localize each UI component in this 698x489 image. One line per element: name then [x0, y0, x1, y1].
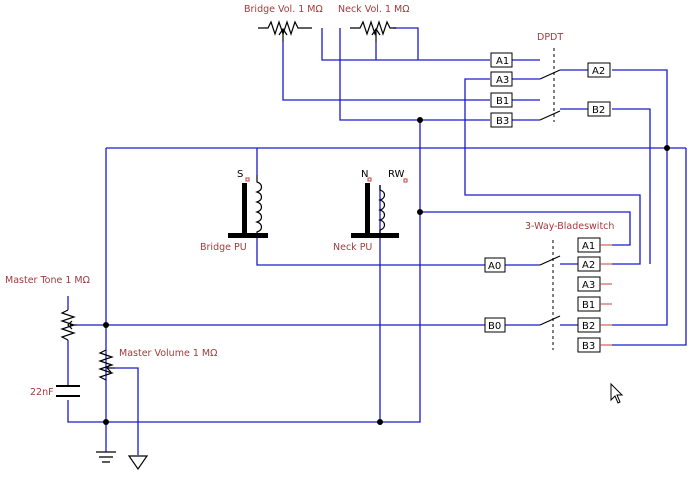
master-tone-pot[interactable]: Master Tone 1 MΩ: [5, 275, 90, 341]
master-tone-label: Master Tone 1 MΩ: [5, 275, 90, 286]
dpdt-terminal-b2[interactable]: B2: [587, 101, 611, 117]
wire-right-rail-b3: [612, 148, 687, 346]
cap-label: 22nF: [30, 387, 54, 398]
junction-dot: [103, 322, 109, 328]
wire-vol-wiper-out: [115, 367, 139, 455]
svg-text:A2: A2: [582, 260, 595, 271]
wire-vertical-420: [106, 120, 421, 423]
blade-terminal-b2[interactable]: B2: [577, 317, 612, 333]
output-ground-triangle: [127, 455, 149, 471]
master-volume-label: Master Volume 1 MΩ: [119, 348, 217, 359]
neck-vol-pot[interactable]: Neck Vol. 1 MΩ: [338, 4, 409, 42]
neck-pickup[interactable]: N RW Neck PU: [333, 169, 408, 253]
junction-dot: [377, 419, 383, 425]
neck-vol-label: Neck Vol. 1 MΩ: [338, 4, 409, 15]
bladeswitch-label: 3-Way-Bladeswitch: [525, 221, 614, 232]
blade-terminal-a3[interactable]: A3: [577, 276, 612, 292]
wire-rail-b2: [612, 148, 668, 326]
bridge-pu-s-label: S: [237, 169, 243, 180]
junction-dot: [417, 209, 423, 215]
svg-text:B2: B2: [592, 105, 605, 116]
blade-terminal-b1[interactable]: B1: [577, 296, 612, 312]
bridge-pu-label: Bridge PU: [200, 242, 247, 253]
svg-text:A3: A3: [496, 75, 509, 86]
master-volume-pot[interactable]: Master Volume 1 MΩ: [98, 348, 217, 381]
svg-text:A3: A3: [582, 280, 595, 291]
svg-text:B1: B1: [496, 96, 509, 107]
svg-text:A1: A1: [582, 241, 595, 252]
wires: [67, 27, 687, 455]
neck-pu-n-label: N: [361, 169, 368, 180]
bridge-pickup[interactable]: S Bridge PU: [200, 169, 268, 253]
tone-capacitor[interactable]: 22nF: [30, 385, 80, 398]
junction-dot: [664, 145, 670, 151]
dpdt-terminal-a2[interactable]: A2: [587, 62, 611, 78]
bridge-vol-label: Bridge Vol. 1 MΩ: [244, 4, 323, 15]
blade-terminal-a1[interactable]: A1: [577, 237, 612, 253]
mouse-cursor-icon: [610, 382, 624, 404]
junctions: [103, 117, 670, 425]
wire-dpdt-b2: [612, 108, 651, 264]
blade-terminal-b3[interactable]: B3: [577, 337, 612, 353]
neck-pu-rw-label: RW: [388, 169, 405, 180]
wire-a3-to-blade-a2: [464, 78, 641, 265]
wire-dpdt-a2: [612, 69, 668, 148]
junction-dot: [417, 117, 423, 123]
wire-bridge-pu-to-a0: [256, 236, 485, 266]
dpdt-terminal-b3[interactable]: B3: [490, 112, 513, 128]
svg-text:B0: B0: [488, 321, 501, 332]
dpdt-label: DPDT: [537, 32, 563, 43]
blade-terminal-a2[interactable]: A2: [577, 256, 612, 272]
svg-text:B3: B3: [582, 341, 595, 352]
wire-bridge-vol-to-a1: [321, 28, 490, 61]
svg-text:B1: B1: [582, 300, 595, 311]
ground-symbol: [96, 451, 116, 463]
common-terminal-b0[interactable]: B0: [484, 317, 506, 333]
junction-dot: [103, 419, 109, 425]
wire-neck-vol-to-a1: [393, 27, 419, 60]
wire-bridge-vol-to-b1: [282, 42, 490, 101]
dpdt-switch[interactable]: DPDT: [512, 32, 588, 122]
neck-pu-label: Neck PU: [333, 242, 372, 253]
svg-text:A0: A0: [488, 261, 501, 272]
svg-text:B3: B3: [496, 116, 509, 127]
dpdt-terminal-a1[interactable]: A1: [490, 52, 513, 68]
svg-text:A2: A2: [592, 66, 605, 77]
common-terminal-a0[interactable]: A0: [484, 257, 506, 273]
wire-cap-to-ground: [67, 400, 106, 423]
bladeswitch[interactable]: 3-Way-Bladeswitch: [525, 221, 614, 350]
bridge-vol-pot[interactable]: Bridge Vol. 1 MΩ: [244, 4, 323, 42]
wire-neck-vol-to-b3: [339, 28, 490, 121]
svg-text:A1: A1: [496, 56, 509, 67]
svg-text:B2: B2: [582, 321, 595, 332]
dpdt-terminal-b1[interactable]: B1: [490, 92, 513, 108]
wire-to-blade-a1: [420, 211, 631, 246]
dpdt-terminal-a3[interactable]: A3: [490, 71, 513, 87]
